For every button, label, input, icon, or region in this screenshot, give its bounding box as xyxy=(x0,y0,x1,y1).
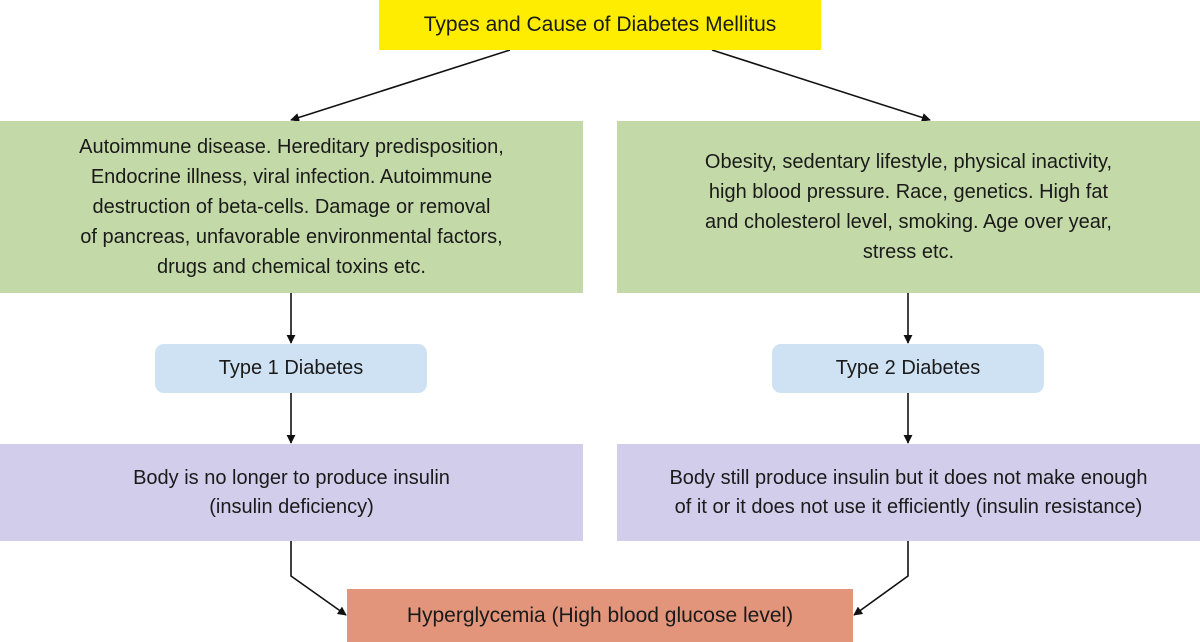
causes-type1-line: destruction of beta-cells. Damage or rem… xyxy=(92,196,491,218)
causes-type1-line: of pancreas, unfavorable environmental f… xyxy=(80,226,503,248)
causes-type1-text: Autoimmune disease. Hereditary predispos… xyxy=(79,132,504,282)
causes-type2-line: and cholesterol level, smoking. Age over… xyxy=(705,211,1112,233)
type2-effect-text: Body still produce insulin but it does n… xyxy=(669,464,1147,522)
type1-diabetes-box: Type 1 Diabetes xyxy=(155,344,427,393)
causes-type2-line: Obesity, sedentary lifestyle, physical i… xyxy=(704,151,1113,173)
outcome-box: Hyperglycemia (High blood glucose level) xyxy=(347,589,853,642)
type1-diabetes-label: Type 1 Diabetes xyxy=(218,357,364,379)
arrow-effect2-to-outcome xyxy=(853,541,909,616)
causes-type1-box: Autoimmune disease. Hereditary predispos… xyxy=(0,121,583,293)
arrow-title-to-causes-type2 xyxy=(711,49,931,122)
diagram-title-text: Types and Cause of Diabetes Mellitus xyxy=(423,13,777,36)
type2-effect-box: Body still produce insulin but it does n… xyxy=(617,444,1200,541)
diagram-title: Types and Cause of Diabetes Mellitus xyxy=(379,0,821,50)
causes-type2-text: Obesity, sedentary lifestyle, physical i… xyxy=(705,147,1112,267)
type1-effect-text: Body is no longer to produce insulin (in… xyxy=(133,464,450,522)
causes-type1-line: Endocrine illness, viral infection. Auto… xyxy=(90,166,493,188)
causes-type1-line: Autoimmune disease. Hereditary predispos… xyxy=(79,136,504,158)
causes-type1-line: drugs and chemical toxins etc. xyxy=(156,256,426,278)
type2-diabetes-box: Type 2 Diabetes xyxy=(772,344,1044,393)
causes-type2-line: stress etc. xyxy=(862,241,955,263)
type2-effect-line: of it or it does not use it efficiently … xyxy=(674,495,1143,518)
type1-effect-box: Body is no longer to produce insulin (in… xyxy=(0,444,583,541)
outcome-text: Hyperglycemia (High blood glucose level) xyxy=(406,603,794,627)
causes-type2-line: high blood pressure. Race, genetics. Hig… xyxy=(708,181,1109,203)
causes-type2-box: Obesity, sedentary lifestyle, physical i… xyxy=(617,121,1200,293)
arrow-title-to-causes-type1 xyxy=(290,49,511,122)
type1-effect-line: Body is no longer to produce insulin xyxy=(133,466,450,489)
type2-diabetes-label: Type 2 Diabetes xyxy=(835,357,981,379)
type2-effect-line: Body still produce insulin but it does n… xyxy=(669,466,1148,489)
type1-effect-line: (insulin deficiency) xyxy=(209,495,374,518)
arrow-effect1-to-outcome xyxy=(290,541,347,616)
